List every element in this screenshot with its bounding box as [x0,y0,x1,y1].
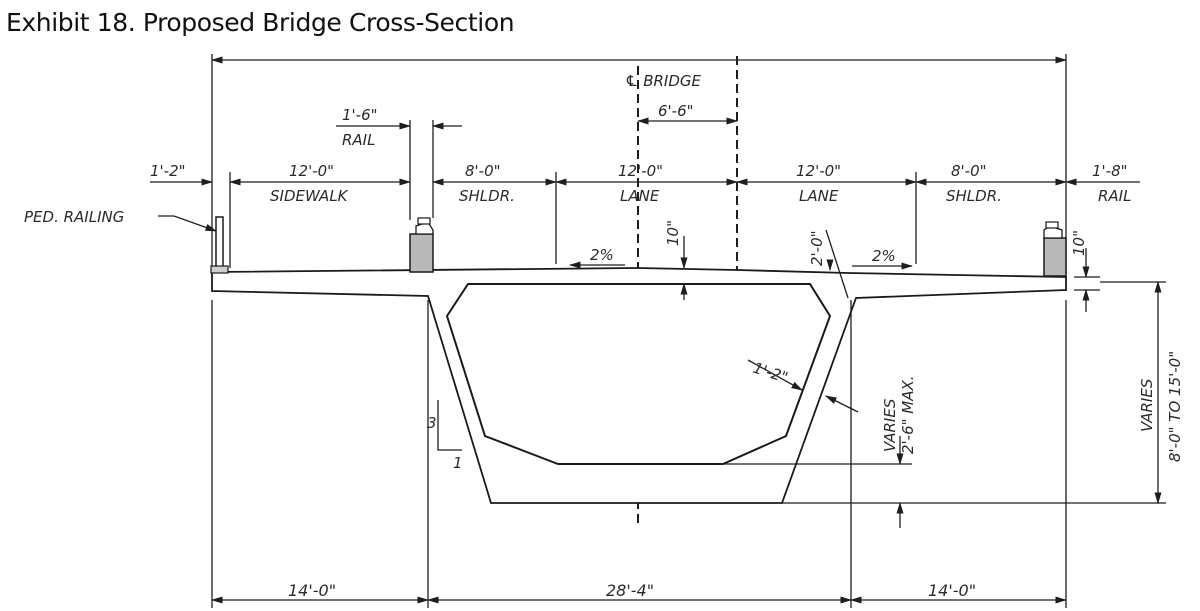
shoulder-left-label: SHLDR. [459,187,515,205]
deck-thickness-text: 10" [664,220,682,246]
ped-railing-callout: PED. RAILING [24,208,218,232]
exhibit-title: Exhibit 18. Proposed Bridge Cross-Sectio… [6,8,515,37]
sidewalk-dim: 12'-0" [289,162,334,180]
centerline-offset-dim: 6'-6" [658,102,694,120]
varies-large-b: 8'-0" TO 15'-0" [1166,351,1184,462]
overall-width-dimension [210,54,1068,272]
haunch-dim: 2'-0" [808,229,849,299]
centerline-label: ℄ BRIDGE [625,72,702,90]
varies-small-a: VARIES [881,398,899,452]
web-slope-run: 1 [453,454,463,472]
box-girder-section [211,267,1067,504]
bottom-slab-varies-dim: VARIES 2'-6" MAX. [722,375,917,528]
edge-left-dim: 1'-2" [150,162,186,180]
ped-railing [210,216,229,274]
girder-depth-varies-dim: VARIES 8'-0" TO 15'-0" [782,280,1184,505]
shoulder-right-dim: 8'-0" [951,162,987,180]
slope-left: 2% [590,246,614,264]
rail-left-label: RAIL [342,131,375,149]
shoulder-left-dim: 8'-0" [465,162,501,180]
lane-right-dim: 12'-0" [796,162,841,180]
rail-left-dimension: 1'-6" RAIL [336,106,462,220]
lane-left-label: LANE [620,187,660,205]
deck-slab-and-box [211,267,1067,504]
overhang-edge-dim: 10" [1070,230,1100,312]
web-slope-rise: 3 [427,414,437,432]
right-barrier-rail [1043,221,1067,277]
sidewalk-label: SIDEWALK [270,187,349,205]
bottom-left-dim: 14'-0" [288,581,336,600]
haunch-text: 2'-0" [808,230,826,266]
deck-thickness-dim: 10" [664,220,688,300]
cross-slopes: 2% 2% [568,246,914,270]
overhang-edge-text: 10" [1070,230,1088,256]
bottom-right-dim: 14'-0" [928,581,976,600]
bottom-center-dim: 28'-4" [606,581,654,600]
shoulder-right-label: SHLDR. [946,187,1002,205]
rail-right-dim: 1'-8" [1092,162,1128,180]
slope-right: 2% [872,247,896,265]
rail-right-label: RAIL [1098,187,1131,205]
web-slope-indicator: 3 1 [427,400,463,472]
lane-left-dim: 12'-0" [618,162,663,180]
rail-left-dim-text: 1'-6" [342,106,378,124]
lane-right-label: LANE [799,187,839,205]
varies-small-b: 2'-6" MAX. [899,375,917,454]
lane-dimension-chain: 1'-2" 12'-0" SIDEWALK 8'-0" SHLDR. 12'-0… [150,162,1140,268]
varies-large-a: VARIES [1138,378,1156,432]
left-barrier-rail [409,217,434,273]
ped-railing-label: PED. RAILING [24,208,124,226]
bottom-dimension-chain: 14'-0" 28'-4" 14'-0" [210,300,1068,608]
